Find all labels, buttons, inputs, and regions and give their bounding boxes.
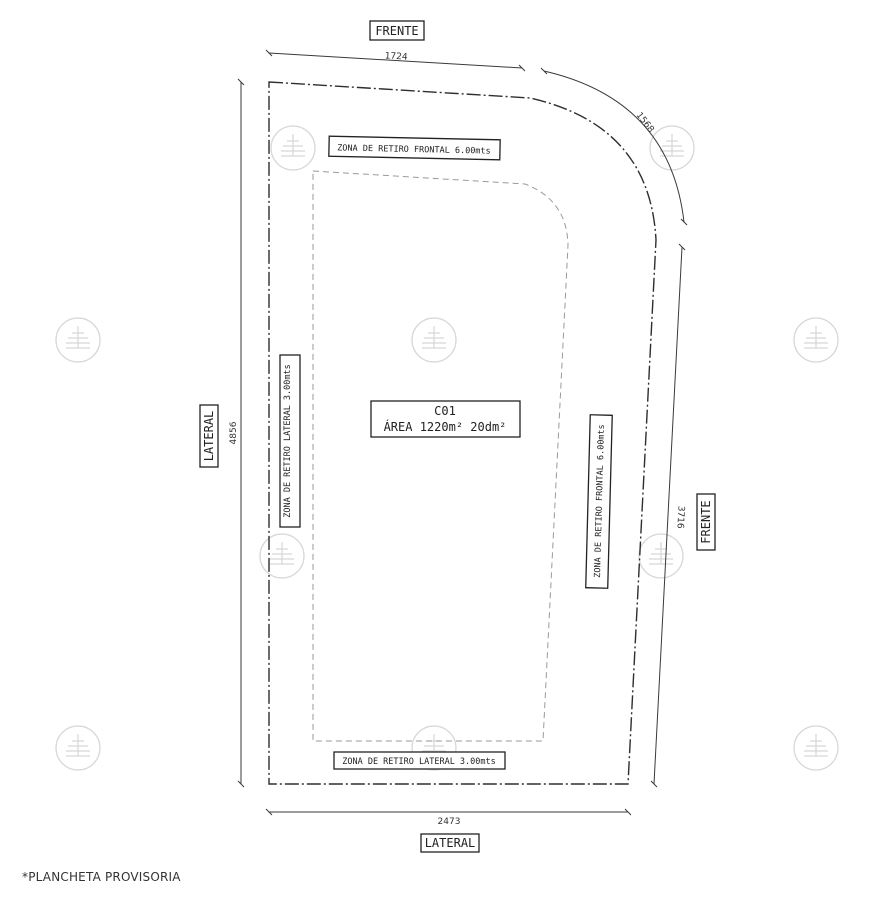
dimension-arc-value: 1568 bbox=[634, 111, 656, 135]
lot-code: C01 bbox=[434, 404, 456, 418]
svg-text:FRENTE: FRENTE bbox=[699, 500, 713, 543]
watermark-logo-icon bbox=[793, 317, 839, 363]
lot-boundary bbox=[268, 81, 657, 785]
label-frente-right: FRENTE bbox=[696, 493, 716, 551]
watermark-logo-icon bbox=[649, 125, 695, 171]
svg-text:ZONA DE RETIRO FRONTAL 6.00mts: ZONA DE RETIRO FRONTAL 6.00mts bbox=[593, 424, 607, 578]
zona-retiro-lateral-left: ZONA DE RETIRO LATERAL 3.00mts bbox=[279, 354, 301, 528]
svg-text:ZONA DE RETIRO LATERAL 3.00mts: ZONA DE RETIRO LATERAL 3.00mts bbox=[342, 757, 496, 767]
watermark-logo-icon bbox=[793, 725, 839, 771]
watermark-logo-icon bbox=[270, 125, 316, 171]
svg-text:ZONA DE RETIRO LATERAL 3.00mts: ZONA DE RETIRO LATERAL 3.00mts bbox=[283, 364, 293, 518]
lot-area: ÁREA 1220m² 20dm² bbox=[384, 419, 507, 434]
dimension-right-value: 3716 bbox=[674, 505, 685, 529]
dimension-left: 4856 bbox=[229, 78, 245, 788]
zona-retiro-frontal-top: ZONA DE RETIRO FRONTAL 6.00mts bbox=[328, 135, 501, 161]
svg-text:ZONA DE RETIRO FRONTAL 6.00mts: ZONA DE RETIRO FRONTAL 6.00mts bbox=[337, 143, 491, 156]
provisional-note: *PLANCHETA PROVISORIA bbox=[22, 870, 181, 884]
label-lateral-bottom: LATERAL bbox=[420, 833, 480, 853]
dimension-bottom-value: 2473 bbox=[438, 817, 461, 827]
watermarks bbox=[55, 125, 839, 771]
watermark-logo-icon bbox=[638, 533, 684, 579]
svg-text:LATERAL: LATERAL bbox=[425, 836, 476, 850]
watermark-logo-icon bbox=[55, 317, 101, 363]
zona-retiro-frontal-right: ZONA DE RETIRO FRONTAL 6.00mts bbox=[585, 414, 613, 589]
label-frente-top: FRENTE bbox=[369, 20, 425, 41]
dimension-top: 1724 bbox=[265, 49, 526, 72]
watermark-logo-icon bbox=[259, 533, 305, 579]
label-lateral-left: LATERAL bbox=[199, 404, 219, 468]
dimension-left-value: 4856 bbox=[229, 421, 239, 444]
dimension-top-value: 1724 bbox=[384, 51, 408, 62]
dimension-bottom: 2473 bbox=[265, 808, 632, 827]
watermark-logo-icon bbox=[55, 725, 101, 771]
svg-text:FRENTE: FRENTE bbox=[375, 24, 418, 38]
dimension-right: 3716 bbox=[650, 243, 686, 788]
lot-area-box: C01 ÁREA 1220m² 20dm² bbox=[370, 400, 521, 438]
buildable-area-outline bbox=[312, 170, 569, 742]
zona-retiro-lateral-bottom: ZONA DE RETIRO LATERAL 3.00mts bbox=[333, 751, 506, 770]
svg-text:LATERAL: LATERAL bbox=[202, 411, 216, 462]
watermark-logo-icon bbox=[411, 317, 457, 363]
